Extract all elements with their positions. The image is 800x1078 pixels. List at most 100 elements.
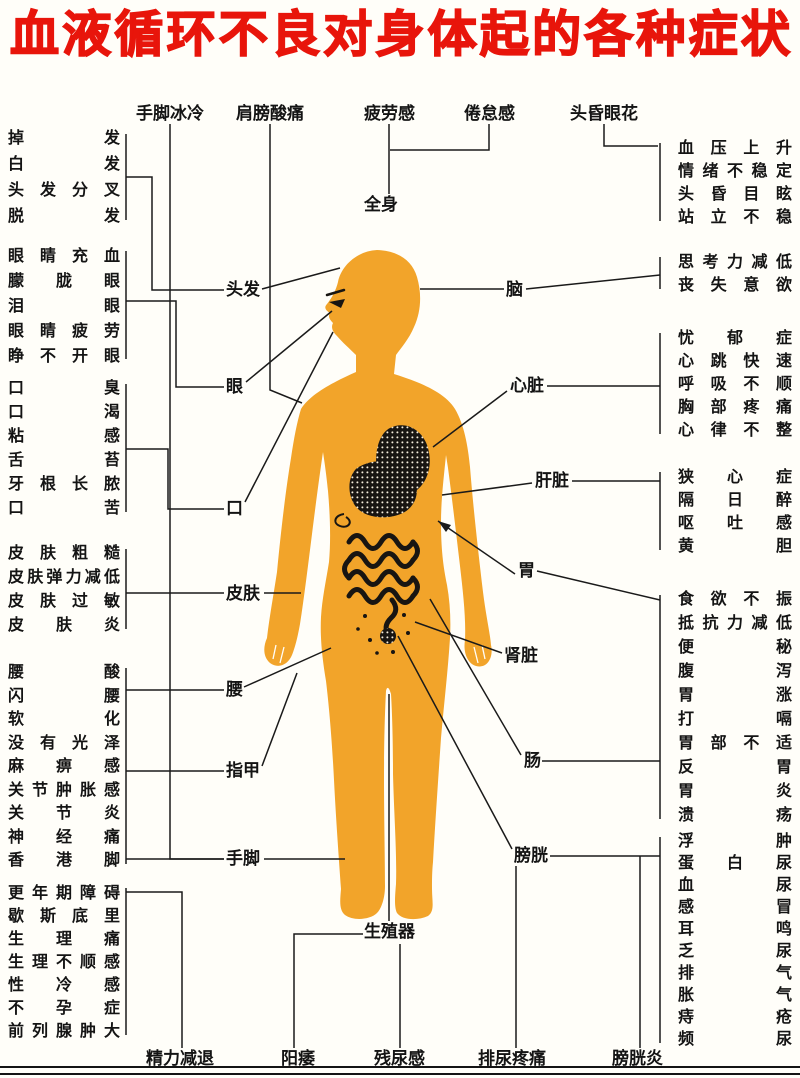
bottom-label-painful-urination: 排尿疼痛 (478, 1049, 546, 1069)
organ-dots (356, 613, 410, 655)
symptom-group-kidney-bladder: 浮肿 蛋白尿 血尿 感冒 耳鸣 乏尿 排气 胀气 痔疮 频尿 (678, 830, 792, 1050)
top-label-shoulder-ache: 肩膀酸痛 (236, 104, 304, 124)
label-whole-body: 全身 (364, 195, 398, 215)
symptom-item: 皮肤过敏 (8, 591, 120, 610)
bottom-rule-1 (0, 1066, 800, 1068)
symptom-item: 血压上升 (678, 138, 792, 157)
symptom-item: 蛋白尿 (678, 853, 792, 872)
symptom-item: 口渴 (8, 402, 120, 421)
bottom-rule-2 (0, 1073, 800, 1075)
symptom-item: 眼睛充血 (8, 246, 120, 265)
part-label-kidney: 肾脏 (504, 646, 538, 666)
top-label-cold-limbs: 手脚冰冷 (136, 104, 204, 124)
part-label-hair: 头发 (226, 280, 260, 300)
part-label-eye: 眼 (226, 377, 243, 397)
symptom-group-general: 血压上升 情绪不稳定 头昏目眩 站立不稳 (678, 136, 792, 228)
organ-squiggle (334, 513, 351, 528)
hand-lines (272, 644, 486, 664)
symptom-item: 情绪不稳定 (678, 161, 792, 180)
symptom-group-brain: 思考力减低 丧失意欲 (678, 250, 792, 296)
symptom-item: 心律不整 (678, 420, 792, 439)
symptom-item: 香港脚 (8, 850, 120, 869)
bottom-label-cystitis: 膀胱炎 (612, 1049, 663, 1069)
intestines-organ (342, 533, 420, 635)
symptom-group-heart: 忧郁症 心跳快速 呼吸不顺 胸部疼痛 心律不整 (678, 326, 792, 441)
symptom-item: 胃部不适 (678, 733, 792, 752)
part-label-skin: 皮肤 (226, 584, 260, 604)
symptom-group-reproductive: 更年期障碍 歇斯底里 生理痛 生理不顺感 性冷感 不孕症 前列腺肿大 (8, 881, 120, 1042)
symptom-item: 呼吸不顺 (678, 374, 792, 393)
symptom-item: 打嗝 (678, 709, 792, 728)
symptom-item: 牙根长脓 (8, 474, 120, 493)
symptom-item: 胸部疼痛 (678, 397, 792, 416)
part-label-hands-feet: 手脚 (226, 849, 260, 869)
stomach-arrow (438, 521, 451, 532)
part-label-waist: 腰 (226, 680, 243, 700)
eye-icon (329, 299, 345, 308)
symptom-item: 感冒 (678, 897, 792, 916)
symptom-item: 脱发 (8, 206, 120, 225)
symptom-item: 掉发 (8, 128, 120, 147)
symptom-item: 粘感 (8, 426, 120, 445)
top-label-dizziness: 头昏眼花 (570, 104, 638, 124)
symptom-item: 关节炎 (8, 803, 120, 822)
symptom-item: 前列腺肿大 (8, 1021, 120, 1040)
part-label-intestine: 肠 (524, 751, 541, 771)
symptom-item: 眼睛疲劳 (8, 321, 120, 340)
symptom-item: 腹泻 (678, 661, 792, 680)
symptom-group-mouth: 口臭 口渴 粘感 舌苔 牙根长脓 口苦 (8, 376, 120, 520)
symptom-item: 频尿 (678, 1029, 792, 1048)
symptom-item: 没有光泽 (8, 732, 120, 752)
symptom-item: 口苦 (8, 498, 120, 517)
symptom-group-skin: 皮肤粗糙 皮肤弹力减低 皮肤过敏 皮肤炎 (8, 541, 120, 637)
symptom-item: 生理不顺感 (8, 952, 120, 971)
connector-lines (125, 124, 661, 1048)
symptom-group-waist-limbs: 腰酸 闪腰 软化 没有光泽 麻痹感 关节肿胀感 关节炎 神经痛 香港脚 (8, 660, 120, 872)
symptom-item: 胃涨 (678, 685, 792, 704)
symptom-item: 睁不开眼 (8, 346, 120, 365)
symptom-item: 关节肿胀感 (8, 779, 120, 799)
bladder-organ (380, 628, 396, 644)
part-label-nails: 指甲 (226, 761, 260, 781)
symptom-item: 思考力减低 (678, 252, 792, 271)
symptom-item: 抵抗力减低 (678, 613, 792, 632)
symptom-item: 麻痹感 (8, 756, 120, 775)
stomach-organ (376, 425, 430, 495)
symptom-item: 呕吐感 (678, 513, 792, 532)
symptom-item: 血尿 (678, 875, 792, 894)
eyebrow (325, 288, 346, 297)
symptom-item: 隔日醉 (678, 490, 792, 509)
symptom-group-stomach-intestine: 食欲不振 抵抗力减低 便秘 腹泻 胃涨 打嗝 胃部不适 反胃 胃炎 溃疡 (678, 587, 792, 827)
symptom-item: 丧失意欲 (678, 275, 792, 294)
symptom-item: 生理痛 (8, 929, 120, 948)
symptom-item: 黄胆 (678, 536, 792, 555)
symptom-item: 更年期障碍 (8, 883, 120, 902)
symptom-item: 歇斯底里 (8, 906, 120, 925)
symptom-item: 神经痛 (8, 826, 120, 846)
symptom-item: 反胃 (678, 757, 792, 776)
symptom-item: 不孕症 (8, 998, 120, 1017)
top-label-weariness: 倦怠感 (464, 104, 515, 124)
symptom-item: 软化 (8, 709, 120, 728)
poster-title: 血液循环不良对身体起的各种症状 (9, 5, 791, 64)
symptom-item: 狭心症 (678, 467, 792, 486)
symptom-item: 站立不稳 (678, 207, 792, 226)
symptom-item: 便秘 (678, 637, 792, 656)
symptom-item: 浮肿 (678, 831, 792, 850)
top-label-fatigue: 疲劳感 (364, 104, 415, 124)
bottom-label-residual-urine: 残尿感 (374, 1049, 425, 1069)
symptom-item: 忧郁症 (678, 328, 792, 347)
part-label-stomach: 胃 (518, 561, 535, 581)
symptom-group-eye: 眼睛充血 朦胧眼 泪眼 眼睛疲劳 睁不开眼 (8, 243, 120, 368)
symptom-item: 排气 (678, 963, 792, 982)
part-label-heart: 心脏 (510, 376, 544, 396)
part-label-bladder: 膀胱 (514, 846, 548, 866)
symptom-item: 头昏目眩 (678, 184, 792, 203)
bottom-label-energy-decline: 精力减退 (146, 1049, 214, 1069)
symptom-item: 性冷感 (8, 975, 120, 994)
symptom-group-liver: 狭心症 隔日醉 呕吐感 黄胆 (678, 465, 792, 557)
label-genitals: 生殖器 (364, 922, 415, 942)
